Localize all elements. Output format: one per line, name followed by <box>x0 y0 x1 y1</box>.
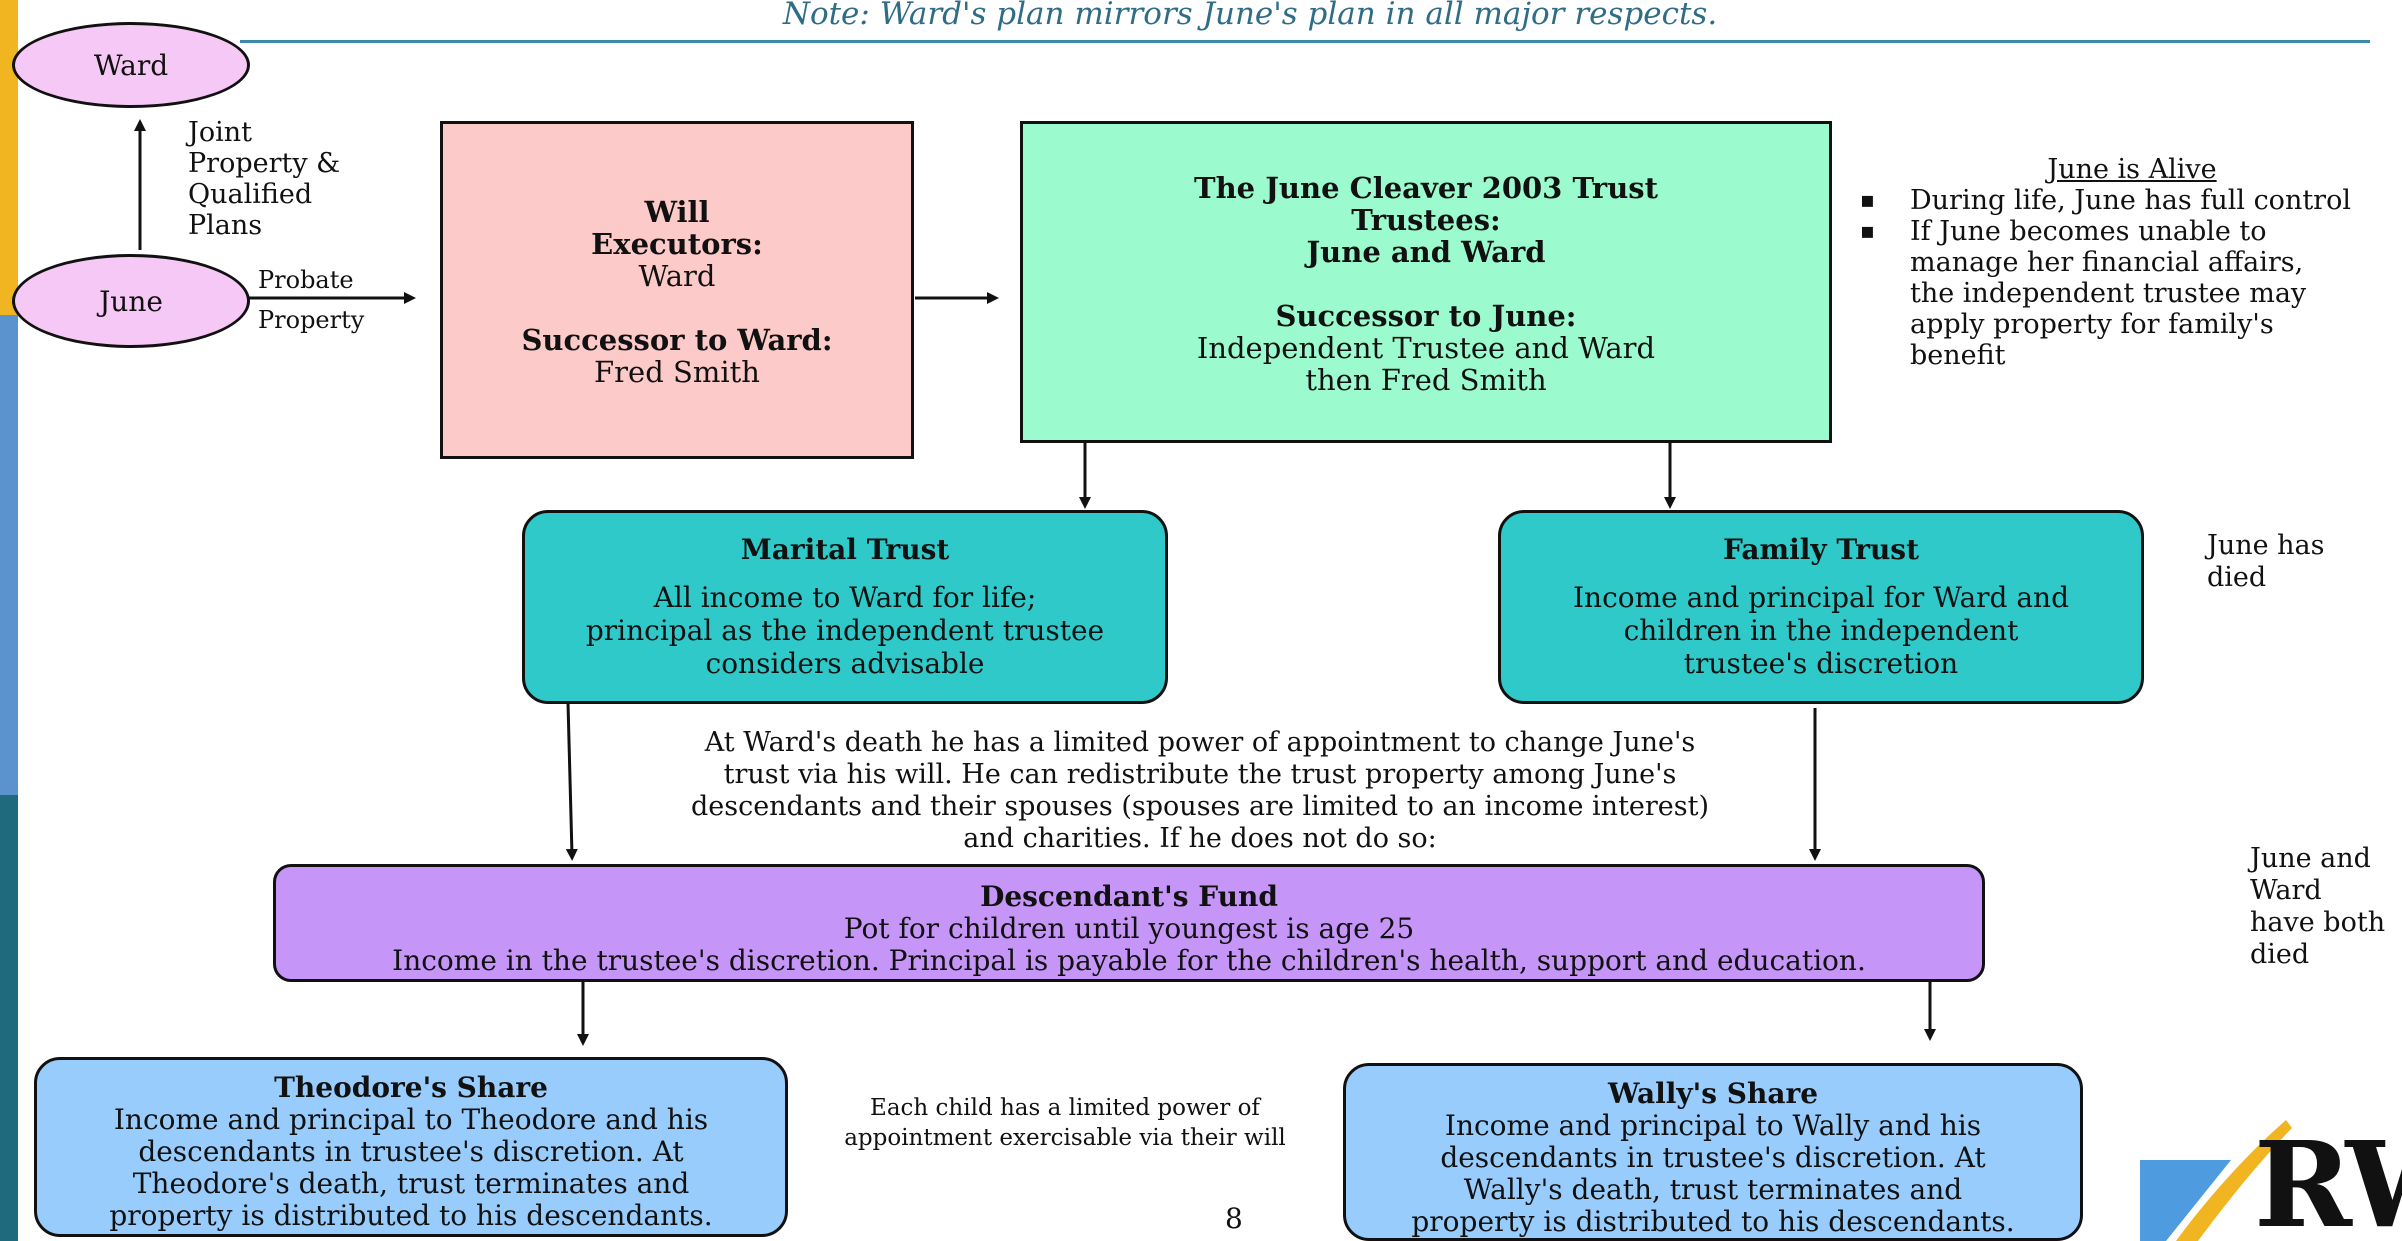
logo-mark-icon <box>2140 1120 2292 1241</box>
sidebar-gold-bar <box>0 0 18 315</box>
marital-trust-box: Marital Trust All income to Ward for lif… <box>522 510 1168 704</box>
june-label: June <box>99 284 163 318</box>
logo-text: RW <box>2254 1115 2402 1241</box>
trust-successor-line1: Independent Trustee and Ward <box>1196 331 1656 365</box>
will-box: Will Executors: Ward Successor to Ward: … <box>440 121 914 459</box>
descendants-fund-line2: Income in the trustee's discretion. Prin… <box>392 944 1866 977</box>
header-divider <box>240 40 2370 43</box>
page-note: Note: Ward's plan mirrors June's plan in… <box>782 0 1718 32</box>
trust-successor-line2: then Fred Smith <box>1305 363 1547 397</box>
june-alive-heading: June is Alive <box>2047 154 2217 185</box>
trust-trustees-label: Trustees: <box>1351 203 1501 237</box>
arrow-marital-to-descendants <box>565 702 578 861</box>
descendants-fund-title: Descendant's Fund <box>980 880 1278 913</box>
trust-title: The June Cleaver 2003 Trust <box>1193 171 1659 205</box>
will-successor-label: Successor to Ward: <box>521 323 833 357</box>
wally-share-title: Wally's Share <box>1607 1077 1819 1110</box>
both-died-label: June and Ward have both died <box>2250 843 2386 970</box>
family-trust-box: Family Trust Income and principal for Wa… <box>1498 510 2144 704</box>
trust-successor-label: Successor to June: <box>1275 299 1577 333</box>
will-executor: Ward <box>638 259 716 293</box>
ward-label: Ward <box>93 48 169 82</box>
ward-appointment-text: At Ward's death he has a limited power o… <box>690 727 1710 854</box>
will-title: Will <box>644 195 710 229</box>
june-alive-notes: June is Alive During life, June has full… <box>1852 154 2352 371</box>
june-alive-bullets: During life, June has full control If Ju… <box>1852 185 2352 371</box>
wally-share-box: Wally's Share Income and principal to Wa… <box>1343 1063 2083 1241</box>
june-node: June <box>12 254 250 348</box>
joint-property-label: Joint Property & Qualified Plans <box>188 117 341 241</box>
company-logo: RW <box>2136 1100 2402 1241</box>
probate-property-label: Probate Property <box>258 266 365 334</box>
page-number: 8 <box>1225 1202 1243 1235</box>
descendants-fund-line1: Pot for children until youngest is age 2… <box>843 912 1415 945</box>
ward-node: Ward <box>12 22 250 108</box>
family-trust-title: Family Trust <box>1722 533 1919 566</box>
will-executors-label: Executors: <box>591 227 763 261</box>
child-power-text: Each child has a limited power of appoin… <box>844 1095 1286 1151</box>
june-cleaver-trust-box: The June Cleaver 2003 Trust Trustees: Ju… <box>1020 121 1832 443</box>
theodore-share-box: Theodore's Share Income and principal to… <box>34 1057 788 1237</box>
marital-trust-title: Marital Trust <box>740 533 950 566</box>
theodore-share-title: Theodore's Share <box>274 1071 548 1104</box>
sidebar-teal-bar <box>0 795 18 1241</box>
june-died-label: June has died <box>2207 530 2325 593</box>
sidebar-blue-bar <box>0 315 18 795</box>
trust-trustees: June and Ward <box>1306 235 1546 269</box>
will-successor: Fred Smith <box>594 355 760 389</box>
june-alive-bullet-2: If June becomes unable to manage her fin… <box>1860 216 2352 371</box>
descendants-fund-box: Descendant's Fund Pot for children until… <box>273 864 1985 982</box>
june-alive-bullet-1: During life, June has full control <box>1860 185 2352 216</box>
